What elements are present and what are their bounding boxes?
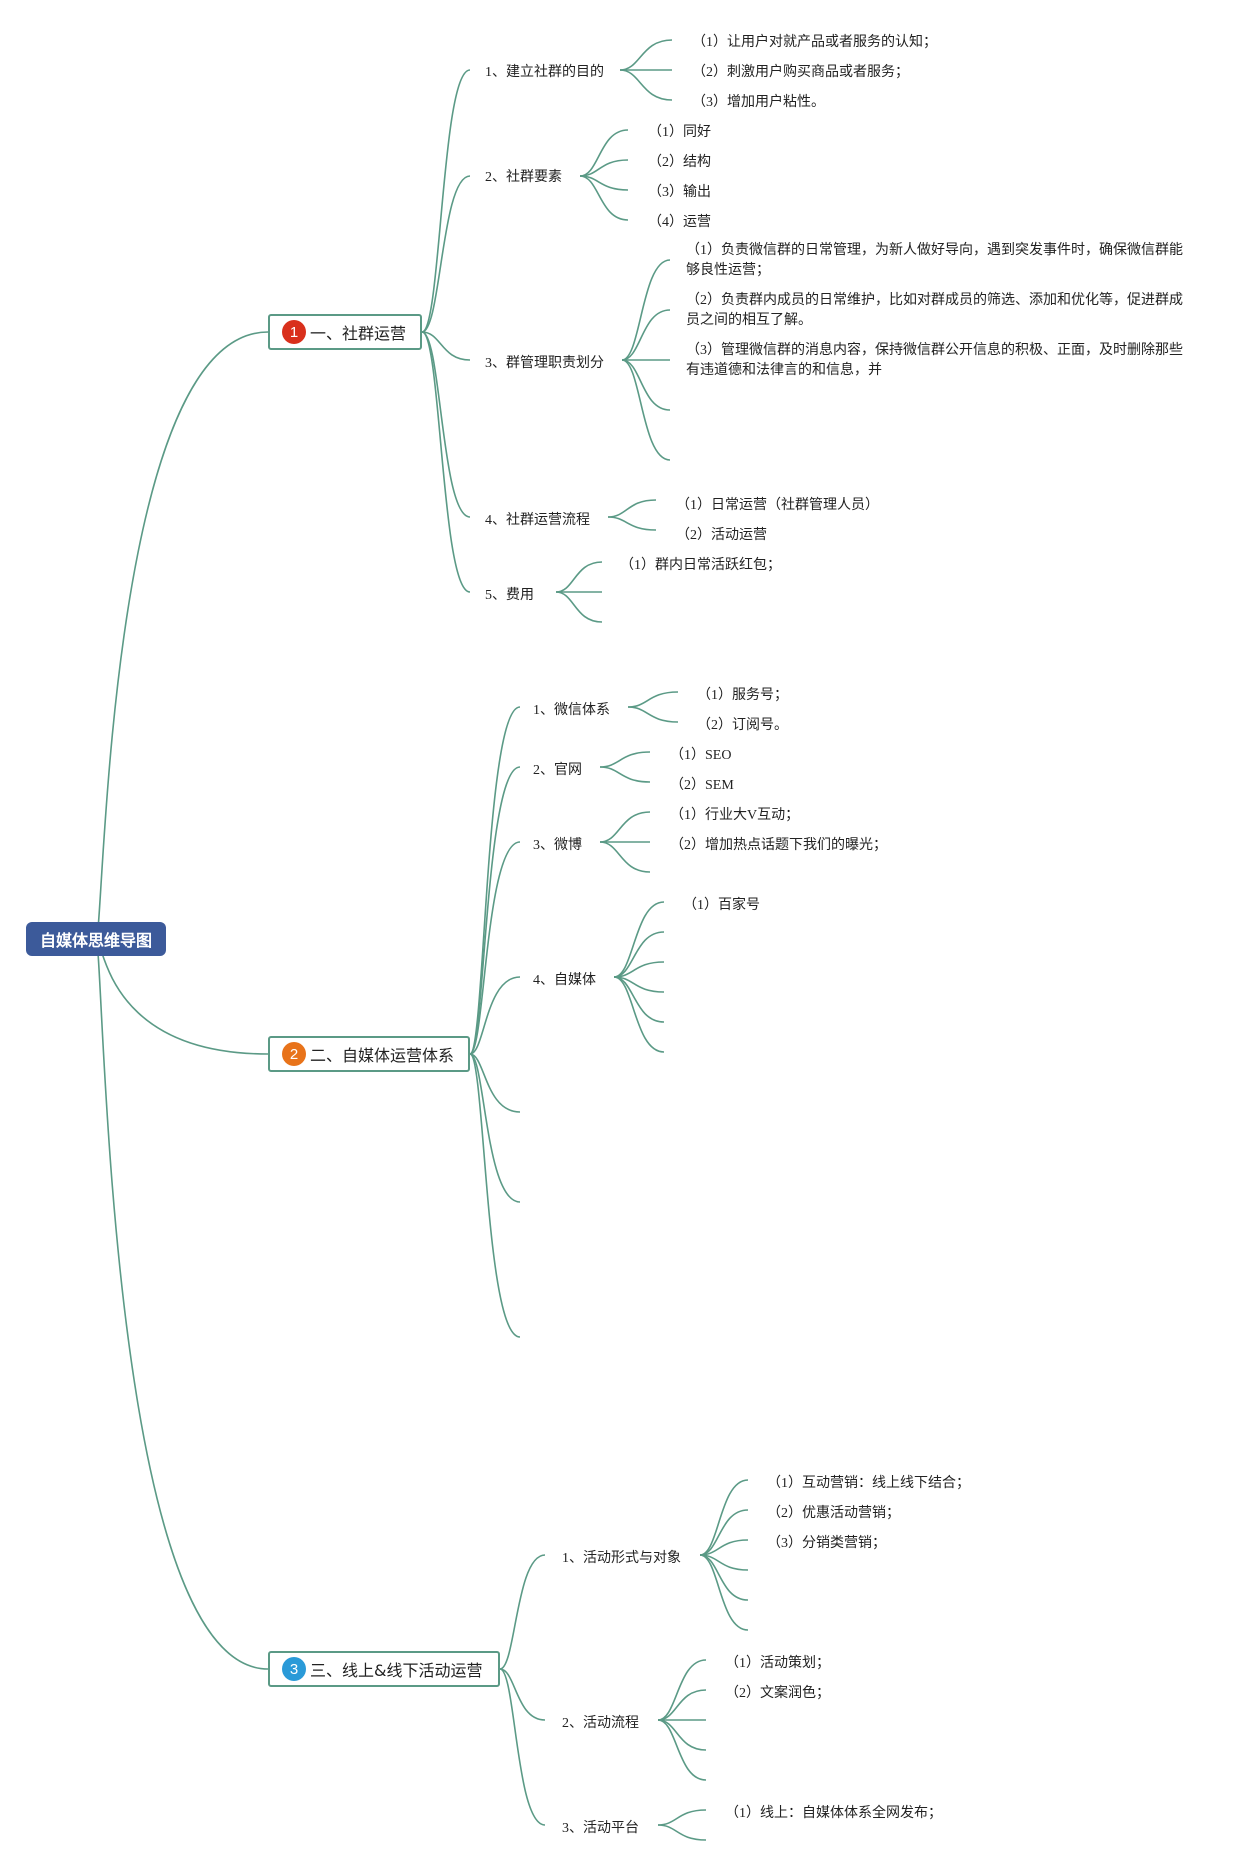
leaf-item[interactable]: （1）负责微信群的日常管理，为新人做好导向，遇到突发事件时，确保微信群能够良性运…: [686, 243, 1183, 278]
leaf-item[interactable]: （1）同好: [648, 125, 711, 140]
connector-line: [421, 175, 471, 333]
leaf-item[interactable]: （3）输出: [648, 185, 711, 200]
leaf-item[interactable]: （1）让用户对就产品或者服务的认知；: [692, 35, 937, 50]
connector-line: [421, 69, 471, 333]
connector-line: [599, 751, 651, 768]
leaf-item[interactable]: （1）百家号: [683, 898, 760, 913]
connector-line: [657, 1824, 707, 1841]
connector-line: [469, 706, 521, 1055]
connector-line: [95, 939, 269, 1670]
subtopic-operation-flow[interactable]: 4、社群运营流程: [485, 513, 590, 528]
subtopic-wechat[interactable]: 1、微信体系: [533, 703, 610, 718]
connector-line: [499, 1668, 546, 1721]
connector-line: [499, 1668, 546, 1826]
connector-line: [657, 1659, 707, 1721]
connector-line: [599, 766, 651, 783]
number-badge-icon: 3: [282, 1657, 306, 1681]
connector-line: [599, 841, 651, 873]
connector-line: [613, 976, 665, 1023]
branch-node-community-operation[interactable]: 1 一、社群运营: [268, 314, 422, 350]
leaf-item[interactable]: （3）管理微信群的消息内容，保持微信群公开信息的积极、正面，及时删除那些有违道德…: [686, 343, 1183, 378]
connector-line: [421, 331, 471, 518]
connector-line: [95, 331, 269, 941]
leaf-item[interactable]: （3）增加用户粘性。: [692, 95, 825, 110]
leaf-item[interactable]: （1）活动策划；: [725, 1656, 830, 1671]
leaf-item[interactable]: （2）SEM: [670, 778, 734, 793]
branch-node-events[interactable]: 3 三、线上&线下活动运营: [268, 1651, 500, 1687]
connector-line: [657, 1809, 707, 1826]
leaf-item[interactable]: （1）行业大V互动；: [670, 808, 800, 823]
leaf-item[interactable]: （1）互动营销：线上线下结合；: [767, 1476, 970, 1491]
connector-line: [607, 516, 657, 531]
connector-line: [579, 175, 629, 221]
connector-line: [699, 1554, 749, 1631]
connector-line: [555, 561, 603, 593]
connector-line: [619, 39, 673, 71]
subtopic-self-media[interactable]: 4、自媒体: [533, 973, 596, 988]
connector-line: [599, 811, 651, 843]
number-badge-icon: 1: [282, 320, 306, 344]
connector-line: [627, 706, 679, 723]
branch-label: 一、社群运营: [310, 324, 407, 343]
connector-line: [469, 766, 521, 1055]
connector-line: [555, 591, 603, 623]
connector-line: [499, 1554, 546, 1670]
leaf-item[interactable]: （2）订阅号。: [697, 718, 788, 733]
leaf-item[interactable]: （2）文案润色；: [725, 1686, 830, 1701]
leaf-item[interactable]: （1）线上：自媒体体系全网发布；: [725, 1806, 942, 1821]
connector-line: [607, 499, 657, 518]
connector-line: [619, 69, 673, 101]
connector-line: [421, 331, 471, 361]
subtopic-community-elements[interactable]: 2、社群要素: [485, 170, 562, 185]
leaf-item[interactable]: （1）日常运营（社群管理人员）: [676, 498, 879, 513]
leaf-item[interactable]: （2）负责群内成员的日常维护，比如对群成员的筛选、添加和优化等，促进群成员之间的…: [686, 293, 1183, 328]
connector-line: [469, 1053, 521, 1113]
connector-line: [657, 1719, 707, 1781]
subtopic-event-form[interactable]: 1、活动形式与对象: [562, 1551, 681, 1566]
connector-line: [469, 1053, 521, 1338]
leaf-item[interactable]: （1）群内日常活跃红包；: [620, 558, 781, 573]
subtopic-website[interactable]: 2、官网: [533, 763, 582, 778]
branch-node-media-system[interactable]: 2 二、自媒体运营体系: [268, 1036, 470, 1072]
leaf-item[interactable]: （2）刺激用户购买商品或者服务；: [692, 65, 909, 80]
connector-line: [627, 691, 679, 708]
connector-line: [469, 1053, 521, 1203]
connector-line: [621, 309, 671, 361]
connector-line: [469, 976, 521, 1055]
connector-line: [421, 331, 471, 593]
connector-line: [621, 359, 671, 461]
branch-label: 三、线上&线下活动运营: [310, 1661, 483, 1680]
connector-line: [621, 259, 671, 361]
leaf-item[interactable]: （3）分销类营销；: [767, 1536, 886, 1551]
branch-label: 二、自媒体运营体系: [310, 1046, 455, 1065]
leaf-item[interactable]: （1）SEO: [670, 748, 732, 763]
leaf-item[interactable]: （2）增加热点话题下我们的曝光；: [670, 838, 887, 853]
subtopic-community-purpose[interactable]: 1、建立社群的目的: [485, 65, 604, 80]
connector-line: [579, 129, 629, 177]
leaf-item[interactable]: （1）服务号；: [697, 688, 788, 703]
subtopic-event-platform[interactable]: 3、活动平台: [562, 1821, 639, 1836]
connector-line: [699, 1554, 749, 1601]
connector-line: [699, 1479, 749, 1556]
leaf-item[interactable]: （2）活动运营: [676, 528, 767, 543]
connector-line: [657, 1689, 707, 1721]
connector-line: [469, 841, 521, 1055]
connector-line: [613, 976, 665, 1053]
connector-line: [95, 939, 269, 1055]
connector-line: [613, 901, 665, 978]
connector-line: [621, 359, 671, 411]
leaf-item[interactable]: （2）结构: [648, 155, 711, 170]
subtopic-cost[interactable]: 5、费用: [485, 588, 534, 603]
subtopic-event-flow[interactable]: 2、活动流程: [562, 1716, 639, 1731]
connector-line: [699, 1509, 749, 1556]
connector-line: [613, 931, 665, 978]
leaf-item[interactable]: （4）运营: [648, 215, 711, 230]
root-node[interactable]: 自媒体思维导图: [26, 922, 166, 956]
number-badge-icon: 2: [282, 1042, 306, 1066]
subtopic-weibo[interactable]: 3、微博: [533, 838, 582, 853]
leaf-item[interactable]: （2）优惠活动营销；: [767, 1506, 900, 1521]
subtopic-group-duties[interactable]: 3、群管理职责划分: [485, 356, 604, 371]
